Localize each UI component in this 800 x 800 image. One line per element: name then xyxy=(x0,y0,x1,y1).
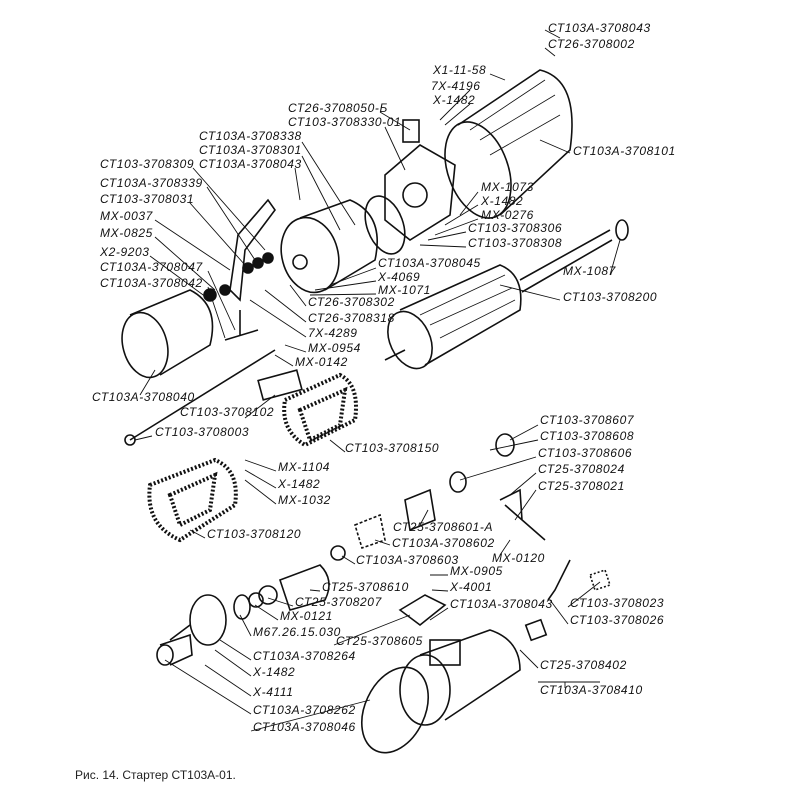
part-number-label: СТ103А-3708264 xyxy=(253,649,356,663)
through-bolt xyxy=(129,349,276,441)
field-coil-upper xyxy=(282,372,358,448)
part-number-label: МХ-0825 xyxy=(100,226,153,240)
part-number-label: МХ-0276 xyxy=(481,208,534,222)
pole-shell xyxy=(121,289,214,379)
drive-housing xyxy=(399,629,521,726)
part-number-label: Х2-9203 xyxy=(100,245,150,259)
part-number-label: МХ-0905 xyxy=(450,564,503,578)
figure-caption: Рис. 14. Стартер СТ103А-01. xyxy=(75,768,236,782)
part-number-label: СТ103-3708306 xyxy=(468,221,563,235)
part-number-label: 7Х-4196 xyxy=(431,79,481,93)
part-number-label: СТ103А-3708043 xyxy=(548,21,651,35)
part-number-label: СТ103А-3708603 xyxy=(356,553,459,567)
part-number-label: СТ25-3708207 xyxy=(295,595,382,609)
part-number-label: СТ103-3708003 xyxy=(155,425,250,439)
part-number-label: СТ25-3708601-А xyxy=(393,520,494,534)
part-number-label: Х-4111 xyxy=(253,685,294,699)
part-number-label: СТ26-3708002 xyxy=(548,37,635,51)
part-number-label: СТ103-3708606 xyxy=(538,446,633,460)
part-number-label: СТ103-3708309 xyxy=(100,157,195,171)
part-number-label: 7Х-4289 xyxy=(308,326,358,340)
part-number-label: СТ103-3708200 xyxy=(563,290,658,304)
part-number-label: СТ103А-3708042 xyxy=(100,276,203,290)
washers xyxy=(203,252,274,302)
part-number-label: СТ103-3708607 xyxy=(540,413,635,427)
stator-housing xyxy=(444,69,573,219)
part-number-label: СТ103А-3708043 xyxy=(450,597,553,611)
part-number-label: Х-4001 xyxy=(450,580,493,594)
part-number-label: СТ103А-3708262 xyxy=(253,703,356,717)
part-number-label: Х-1482 xyxy=(278,477,321,491)
part-number-label: СТ103А-3708339 xyxy=(100,176,203,190)
armature xyxy=(384,219,629,370)
bolt xyxy=(224,310,259,341)
part-number-label: СТ103А-3708338 xyxy=(199,129,302,143)
part-number-label: МХ-0954 xyxy=(308,341,361,355)
part-number-label: МХ-0142 xyxy=(295,355,348,369)
drive-assembly xyxy=(156,433,612,666)
part-number-label: СТ26-3708302 xyxy=(308,295,395,309)
brush-holder-plate xyxy=(384,119,456,241)
part-number-label: СТ25-3708024 xyxy=(538,462,625,476)
part-number-label: МХ-0037 xyxy=(100,209,153,223)
terminal-bracket xyxy=(229,198,276,302)
part-number-label: СТ103А-3708602 xyxy=(392,536,495,550)
part-number-label: СТ103А-3708046 xyxy=(253,720,356,734)
part-number-label: СТ103А-3708045 xyxy=(378,256,481,270)
part-number-label: СТ103А-3708047 xyxy=(100,260,203,274)
part-number-label: СТ25-3708021 xyxy=(538,479,625,493)
leader-lines xyxy=(134,29,621,732)
part-number-label: Х-4069 xyxy=(378,270,421,284)
part-number-label: СТ103А-3708040 xyxy=(92,390,195,404)
part-number-label: Х1-11-58 xyxy=(433,63,487,77)
part-number-label: МХ-1087 xyxy=(563,264,616,278)
part-number-label: СТ103А-3708101 xyxy=(573,144,676,158)
part-number-label: МХ-1032 xyxy=(278,493,331,507)
field-coil-lower xyxy=(147,457,238,543)
part-number-label: СТ103А-3708410 xyxy=(540,683,643,697)
part-number-label: Х-1482 xyxy=(433,93,476,107)
part-number-label: МХ-0121 xyxy=(280,609,333,623)
part-number-label: СТ103А-3708301 xyxy=(199,143,302,157)
part-number-label: Х-1482 xyxy=(481,194,524,208)
part-number-label: СТ25-3708605 xyxy=(336,634,423,648)
o-ring xyxy=(361,666,429,754)
part-number-label: СТ103А-3708043 xyxy=(199,157,302,171)
part-number-label: СТ25-3708402 xyxy=(540,658,627,672)
part-number-label: СТ103-3708330-01 xyxy=(288,115,402,129)
part-number-label: СТ26-3708318 xyxy=(308,311,395,325)
part-number-label: М67.26.15.030 xyxy=(253,625,341,639)
rear-cover xyxy=(280,195,406,294)
terminal-block xyxy=(257,369,303,401)
part-number-label: СТ103-3708608 xyxy=(540,429,635,443)
part-number-label: СТ103-3708026 xyxy=(570,613,665,627)
part-number-label: СТ103-3708120 xyxy=(207,527,302,541)
part-number-label: МХ-1104 xyxy=(278,460,331,474)
part-number-label: СТ26-3708050-Б xyxy=(288,101,388,115)
part-number-label: МХ-0120 xyxy=(492,551,545,565)
part-number-label: МХ-1071 xyxy=(378,283,431,297)
part-number-label: СТ103-3708308 xyxy=(468,236,563,250)
part-number-label: МХ-1073 xyxy=(481,180,534,194)
part-number-label: СТ103-3708102 xyxy=(180,405,275,419)
part-number-label: Х-1482 xyxy=(253,665,296,679)
part-number-label: СТ25-3708610 xyxy=(322,580,409,594)
part-number-label: СТ103-3708023 xyxy=(570,596,665,610)
part-number-label: СТ103-3708150 xyxy=(345,441,440,455)
part-number-label: СТ103-3708031 xyxy=(100,192,195,206)
